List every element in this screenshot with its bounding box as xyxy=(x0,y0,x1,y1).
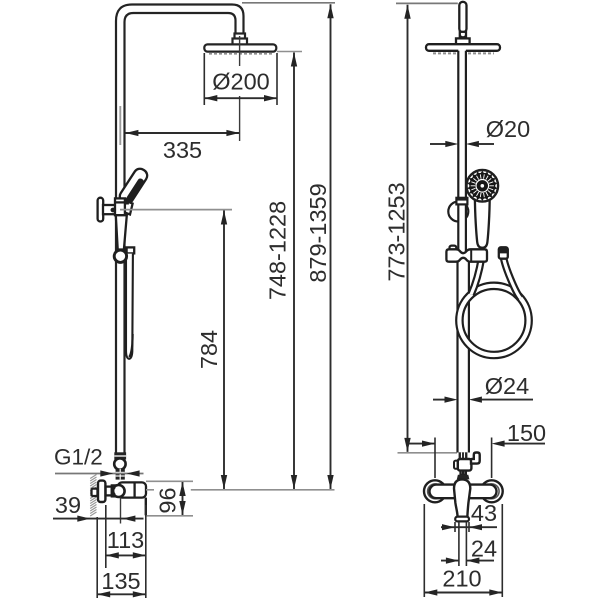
svg-text:113: 113 xyxy=(107,527,144,553)
svg-text:150: 150 xyxy=(507,420,546,446)
svg-text:773-1253: 773-1253 xyxy=(384,182,410,281)
svg-text:748-1228: 748-1228 xyxy=(265,201,291,300)
svg-text:135: 135 xyxy=(101,568,140,594)
svg-text:39: 39 xyxy=(55,492,81,518)
svg-text:96: 96 xyxy=(155,487,181,513)
svg-text:879-1359: 879-1359 xyxy=(305,183,331,282)
svg-text:Ø20: Ø20 xyxy=(486,116,530,142)
svg-text:G1/2: G1/2 xyxy=(54,445,103,470)
svg-text:784: 784 xyxy=(196,330,222,369)
svg-text:210: 210 xyxy=(442,566,481,592)
svg-text:43: 43 xyxy=(471,500,497,526)
svg-text:335: 335 xyxy=(163,137,202,163)
svg-text:Ø24: Ø24 xyxy=(485,373,529,399)
svg-text:Ø200: Ø200 xyxy=(212,69,270,95)
svg-text:24: 24 xyxy=(471,536,497,562)
